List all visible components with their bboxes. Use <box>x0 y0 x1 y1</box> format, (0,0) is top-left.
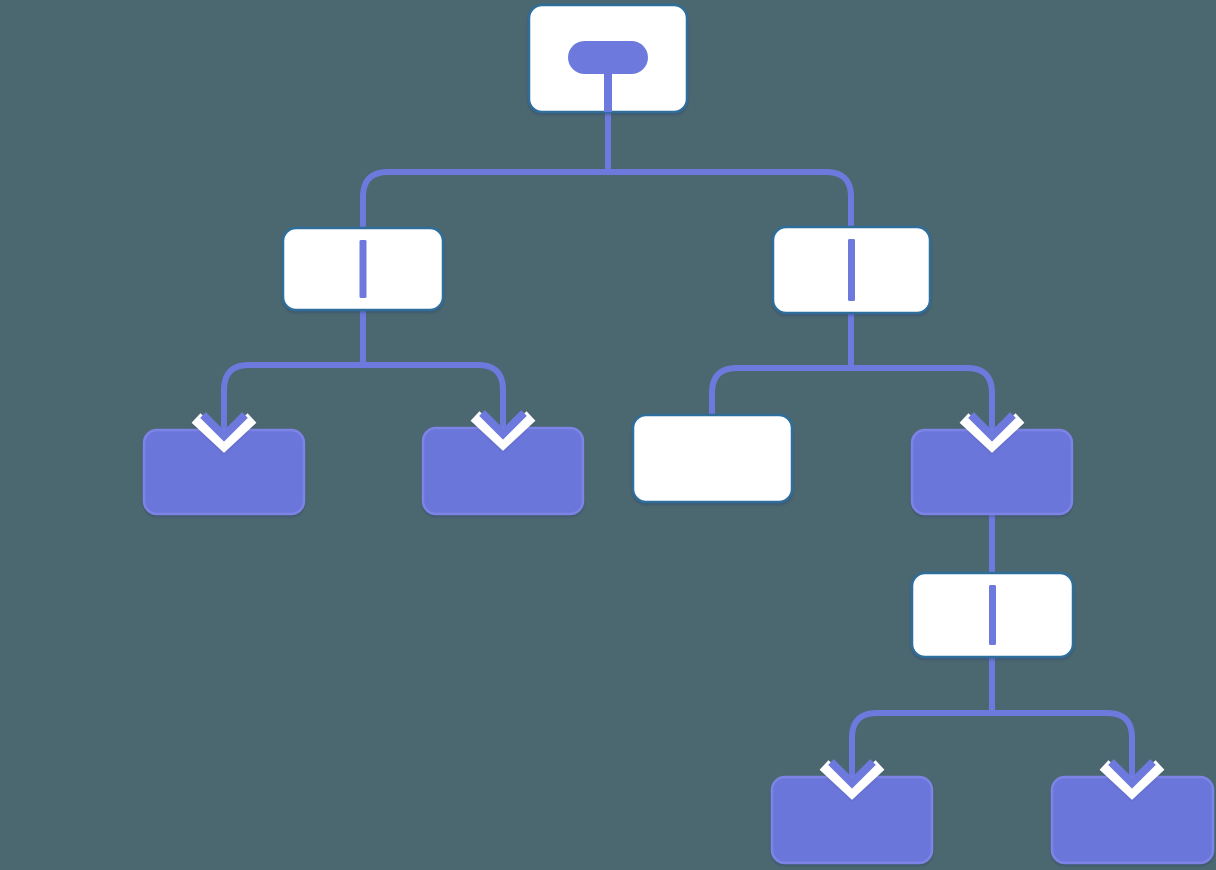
node-leaf-bottom-1[interactable] <box>770 775 934 865</box>
drop-arrow-target-right-chevron-white-icon <box>959 413 1025 453</box>
node-leaf-left-1[interactable] <box>142 428 306 516</box>
drop-arrow-leaf-left-2-chevron-white-icon <box>470 411 536 451</box>
drop-arrow-leaf-bottom-1-chevron-white-icon <box>819 760 885 800</box>
connector-top-split <box>360 169 854 245</box>
connector-right-split <box>709 365 995 432</box>
drop-arrow-leaf-left-1-chevron-purple-icon <box>200 412 248 442</box>
node-root-pill-placeholder <box>568 41 648 74</box>
connector-bottom-split <box>849 710 1135 779</box>
drop-arrow-leaf-left-2-chevron-purple-icon <box>479 410 527 440</box>
drop-arrow-leaf-bottom-1-chevron-purple-icon <box>828 759 876 789</box>
node-root-stem <box>604 70 612 112</box>
node-leaf-left-2[interactable] <box>421 426 585 516</box>
node-branch-right-divider-bar <box>848 239 855 301</box>
node-branch-right-sub-divider-bar <box>989 585 996 645</box>
connector-left-split <box>221 362 506 432</box>
node-target-right[interactable] <box>910 428 1074 516</box>
drop-arrow-target-right-chevron-purple-icon <box>968 412 1016 442</box>
node-branch-left-divider-bar <box>359 240 367 298</box>
drop-arrow-leaf-left-1-chevron-white-icon <box>191 413 257 453</box>
drop-arrow-leaf-bottom-2-chevron-purple-icon <box>1108 759 1156 789</box>
node-child-right-plain[interactable] <box>631 413 794 504</box>
drop-arrow-leaf-bottom-2-chevron-white-icon <box>1099 760 1165 800</box>
